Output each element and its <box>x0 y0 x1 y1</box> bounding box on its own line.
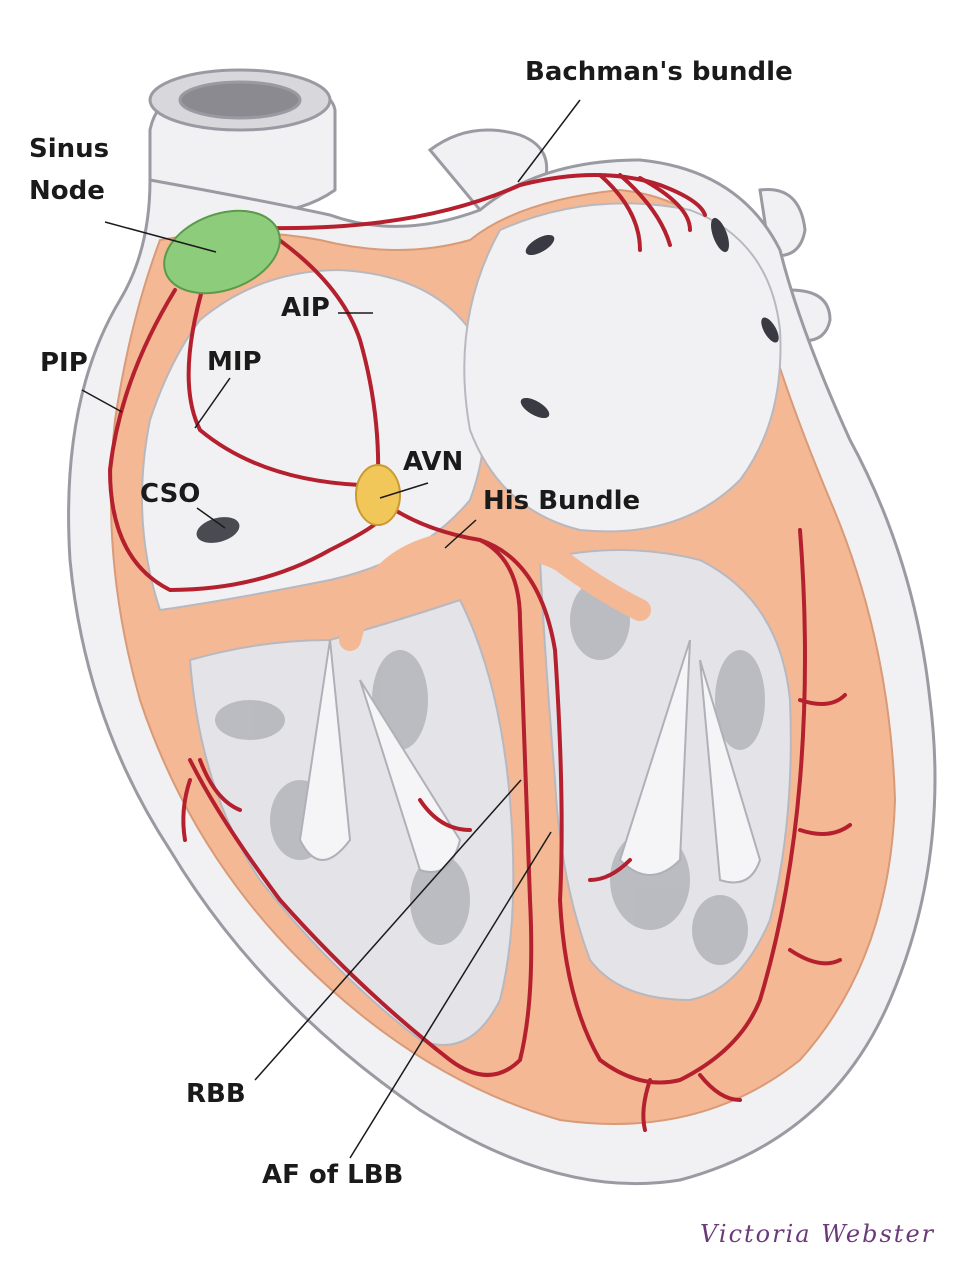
label-pip: PIP <box>40 348 88 378</box>
av-node <box>355 464 401 526</box>
coronary-sinus-ostium <box>196 517 240 543</box>
papillary-muscles <box>298 639 762 884</box>
label-aip: AIP <box>281 293 330 323</box>
label-cso: CSO <box>140 479 201 509</box>
right-ventricle-chamber <box>188 598 515 1046</box>
conduction-pathways <box>107 173 852 1132</box>
leader-lines <box>81 99 581 1159</box>
label-his-bundle: His Bundle <box>483 486 641 516</box>
artist-signature: Victoria Webster <box>700 1220 936 1248</box>
label-af-of-lbb: AF of LBB <box>262 1160 404 1190</box>
label-sinus-node-line1: Sinus <box>29 134 110 164</box>
pulmonary-vein-openings <box>520 217 779 419</box>
label-sinus-node-line2: Node <box>29 176 105 206</box>
label-bachmans-bundle: Bachman's bundle <box>525 57 793 87</box>
label-avn: AVN <box>403 447 464 477</box>
label-rbb: RBB <box>186 1079 246 1109</box>
left-atrium-chamber <box>463 202 782 533</box>
label-mip: MIP <box>207 347 262 377</box>
sinus-node <box>163 209 281 295</box>
